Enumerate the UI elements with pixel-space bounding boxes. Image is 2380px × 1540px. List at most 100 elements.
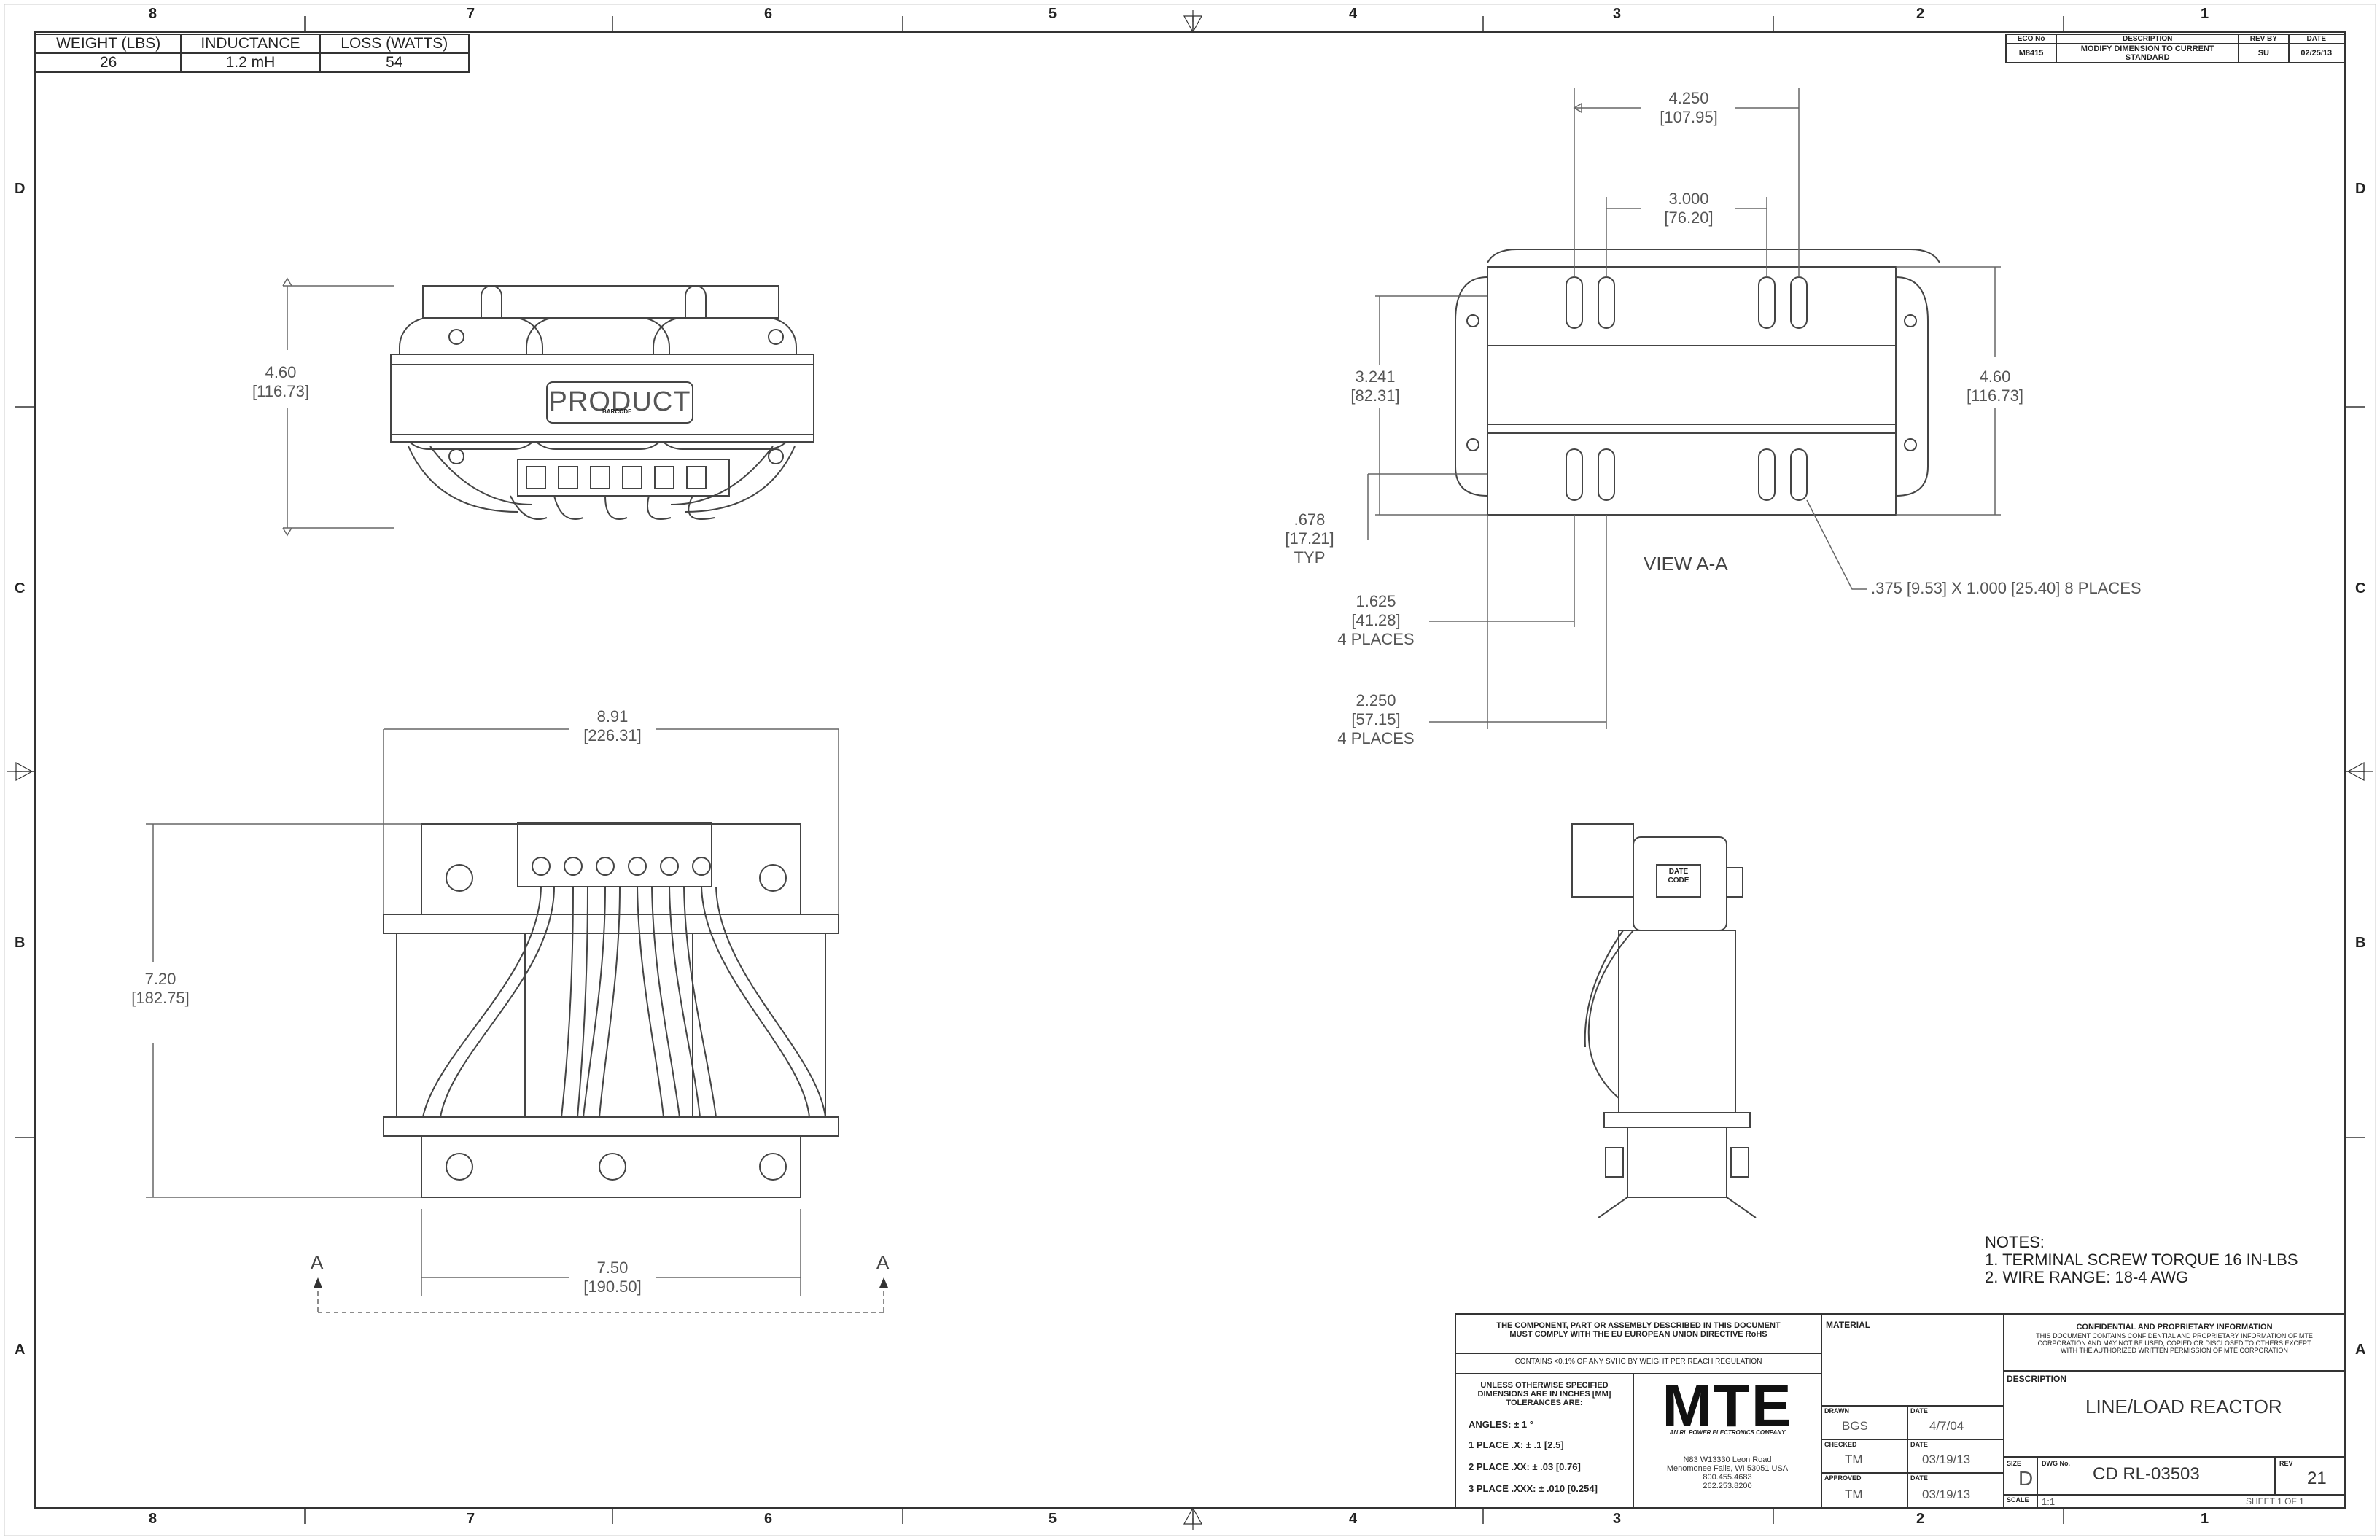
dwg-number: CD RL-03503 (2093, 1464, 2200, 1484)
tol-angles: ANGLES: ± 1 ° (1469, 1419, 1533, 1430)
aa-width2-dim: 3.000 [76.20] (1646, 190, 1731, 228)
note-2: 2. WIRE RANGE: 18-4 AWG (1985, 1268, 2189, 1286)
aa-h1-dim: 3.241 [82.31] (1334, 368, 1416, 405)
zone-col-3: 3 (1613, 6, 1622, 22)
view-aa-title: VIEW A-A (1644, 553, 1728, 575)
zone-row-d: D (15, 181, 26, 197)
dwg-label: DWG No. (2042, 1460, 2070, 1467)
checked-date: 03/19/13 (1922, 1452, 1971, 1466)
rev-eco: M8415 (2004, 43, 2058, 63)
zone-row-c: C (15, 580, 26, 596)
note-1: 1. TERMINAL SCREW TORQUE 16 IN-LBS (1985, 1251, 2298, 1269)
description-value: LINE/LOAD REACTOR (2085, 1396, 2282, 1418)
confidential-line1: THIS DOCUMENT CONTAINS CONFIDENTIAL AND … (2036, 1332, 2313, 1339)
tol-line2: DIMENSIONS ARE IN INCHES [MM] (1477, 1390, 1611, 1399)
zone-col-8: 8 (149, 6, 158, 22)
checked-by: TM (1845, 1452, 1863, 1466)
drawn-date-label: DATE (1910, 1407, 1928, 1415)
date-code-label: DATE CODE (1668, 868, 1689, 884)
addr-line1: N83 W13330 Leon Road (1683, 1455, 1772, 1464)
aa-typ-dim: .678 [17.21] TYP (1269, 510, 1350, 567)
top-height-dim: 4.60 [116.73] (241, 363, 321, 401)
aa-d2-dim: 2.250 [57.15] 4 PLACES (1329, 691, 1423, 748)
description-label: DESCRIPTION (2007, 1374, 2067, 1384)
zone-col-6: 6 (764, 6, 773, 22)
section-marker-left: A (311, 1251, 324, 1273)
zone-col-5: 5 (1049, 6, 1057, 22)
zone-col-4: 4 (1349, 6, 1358, 22)
specs-loss: 54 (319, 52, 470, 73)
zone-col-8-bottom: 8 (149, 1511, 158, 1527)
tol-3place: 3 PLACE .XXX: ± .010 [0.254] (1469, 1483, 1598, 1494)
approved-date: 03/19/13 (1922, 1488, 1971, 1501)
zone-row-c-right: C (2355, 580, 2366, 596)
specs-inductance: 1.2 mH (180, 52, 321, 73)
front-height: 7.20 (144, 970, 176, 988)
rev-header-eco: ECO No (2004, 34, 2058, 44)
front-width-dim: 8.91 [226.31] (569, 707, 656, 745)
aa-d1-mm: [41.28] (1351, 611, 1401, 629)
aa-h1-mm: [82.31] (1350, 386, 1400, 405)
approved-label: APPROVED (1824, 1474, 1862, 1482)
rev-header-by: REV BY (2238, 34, 2290, 44)
zone-col-1: 1 (2201, 6, 2209, 22)
aa-h2-mm: [116.73] (1967, 386, 2023, 405)
zone-col-2: 2 (1916, 6, 1925, 22)
sheet-value: SHEET 1 OF 1 (2246, 1496, 2304, 1506)
tolerance-header: UNLESS OTHERWISE SPECIFIED DIMENSIONS AR… (1458, 1381, 1630, 1407)
scale-label: SCALE (2007, 1496, 2029, 1504)
tol-1place: 1 PLACE .X: ± .1 [2.5] (1469, 1439, 1564, 1450)
mte-address: N83 W13330 Leon Road Menomonee Falls, WI… (1641, 1455, 1814, 1490)
specs-header-weight: WEIGHT (LBS) (34, 34, 182, 54)
tol-line1: UNLESS OTHERWISE SPECIFIED (1480, 1381, 1609, 1390)
rev-by: SU (2238, 43, 2290, 63)
confidential-line3: WITH THE AUTHORIZED WRITTEN PERMISSION O… (2061, 1347, 2288, 1354)
front-height-dim: 7.20 [182.75] (117, 970, 204, 1008)
rohs-line2: MUST COMPLY WITH THE EU EUROPEAN UNION D… (1509, 1330, 1768, 1339)
product-label: PRODUCT (548, 386, 691, 417)
zone-row-a-right: A (2355, 1342, 2366, 1358)
zone-col-4-bottom: 4 (1349, 1511, 1358, 1527)
front-base-dim: 7.50 [190.50] (569, 1259, 656, 1296)
section-marker-right: A (876, 1251, 890, 1273)
phone-line1: 800.455.4683 (1703, 1473, 1752, 1482)
confidential-block: CONFIDENTIAL AND PROPRIETARY INFORMATION… (2007, 1323, 2342, 1354)
aa-width1-dim: 4.250 [107.95] (1646, 89, 1731, 127)
mte-logo: MTE (1662, 1373, 1793, 1439)
zone-col-7-bottom: 7 (467, 1511, 475, 1527)
zone-row-d-right: D (2355, 181, 2366, 197)
front-base-mm: [190.50] (583, 1278, 642, 1296)
phone-line2: 262.253.8200 (1703, 1482, 1752, 1490)
aa-width1-mm: [107.95] (1660, 108, 1718, 126)
rev-description: MODIFY DIMENSION TO CURRENT STANDARD (2056, 43, 2240, 63)
zone-col-2-bottom: 2 (1916, 1511, 1925, 1527)
notes: NOTES: 1. TERMINAL SCREW TORQUE 16 IN-LB… (1985, 1234, 2298, 1286)
aa-d1-note: 4 PLACES (1337, 630, 1415, 648)
aa-d2-note: 4 PLACES (1337, 729, 1415, 747)
aa-d2: 2.250 (1356, 691, 1396, 709)
zone-col-3-bottom: 3 (1613, 1511, 1622, 1527)
front-width-mm: [226.31] (583, 726, 642, 744)
aa-h1: 3.241 (1355, 368, 1396, 386)
zone-row-b: B (15, 935, 26, 951)
rev-label: REV (2279, 1460, 2293, 1467)
aa-width2-mm: [76.20] (1664, 209, 1714, 227)
slot-note: .375 [9.53] X 1.000 [25.40] 8 PLACES (1871, 579, 2142, 597)
specs-table: WEIGHT (LBS) INDUCTANCE LOSS (WATTS) 26 … (34, 34, 470, 73)
confidential-line2: CORPORATION AND MAY NOT BE USED, COPIED … (2037, 1339, 2311, 1347)
front-base: 7.50 (596, 1259, 629, 1277)
front-width: 8.91 (596, 707, 629, 726)
barcode-label: BARCODE (602, 408, 632, 415)
front-height-mm: [182.75] (131, 989, 190, 1007)
size-label: SIZE (2007, 1460, 2022, 1467)
scale-value: 1:1 (2042, 1496, 2056, 1507)
zone-col-6-bottom: 6 (764, 1511, 773, 1527)
aa-typ-mm: [17.21] (1285, 529, 1334, 548)
size-value: D (2018, 1467, 2034, 1490)
rohs-statement: THE COMPONENT, PART OR ASSEMBLY DESCRIBE… (1455, 1321, 1821, 1339)
checked-date-label: DATE (1910, 1441, 1928, 1448)
rev-value: 21 (2307, 1469, 2327, 1488)
aa-width1: 4.250 (1668, 89, 1709, 107)
zone-row-a: A (15, 1342, 26, 1358)
rev-header-date: DATE (2287, 34, 2346, 44)
